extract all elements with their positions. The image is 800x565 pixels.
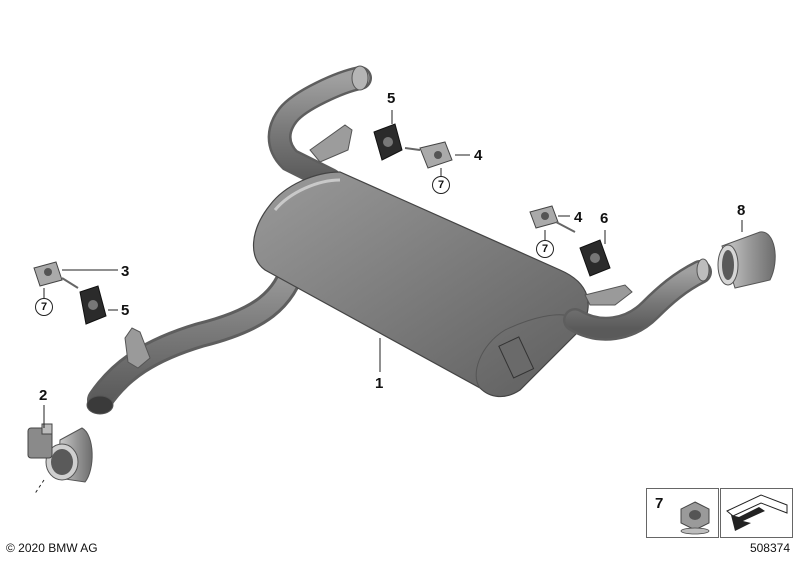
diagram-number: 508374 — [749, 541, 790, 555]
hanger-bracket-right — [529, 205, 576, 233]
callout-2: 2 — [39, 387, 48, 404]
circled-ref-7-right: 7 — [536, 240, 554, 258]
outlet-pipe-right — [563, 258, 712, 341]
inlet-pipe-upper — [267, 65, 372, 192]
callout-5-upper: 5 — [387, 90, 396, 107]
upper-hanger-bracket — [309, 124, 353, 163]
callout-4-upper: 4 — [474, 147, 483, 164]
hanger-bracket-left — [33, 261, 79, 289]
rubber-hanger-left — [79, 285, 107, 325]
legend-direction-box — [720, 488, 793, 538]
tailpipe-tip-left — [27, 423, 93, 483]
callout-8: 8 — [737, 202, 746, 219]
callout-4-right: 4 — [574, 209, 583, 226]
tailpipe-tip-right — [717, 231, 776, 289]
circled-ref-7-upper: 7 — [432, 176, 450, 194]
circled-ref-7-left: 7 — [35, 298, 53, 316]
leader-lines — [33, 110, 743, 496]
callout-1: 1 — [375, 375, 384, 392]
legend-part-label: 7 — [655, 495, 664, 512]
legend-part-7: 7 — [646, 488, 719, 538]
rubber-hanger-upper — [373, 123, 403, 161]
left-hanger-bracket — [124, 327, 151, 369]
hex-nut-icon — [680, 501, 710, 535]
hanger-bracket-upper — [404, 141, 453, 169]
copyright-text: © 2020 BMW AG — [6, 541, 98, 555]
rubber-hanger-right — [579, 239, 611, 277]
callout-6: 6 — [600, 210, 609, 227]
callout-3: 3 — [121, 263, 130, 280]
right-hanger-bracket — [584, 284, 633, 306]
rear-muffler — [252, 171, 589, 398]
direction-arrow-icon — [726, 494, 788, 531]
inlet-pipe-left — [86, 249, 308, 415]
callout-5-left: 5 — [121, 302, 130, 319]
